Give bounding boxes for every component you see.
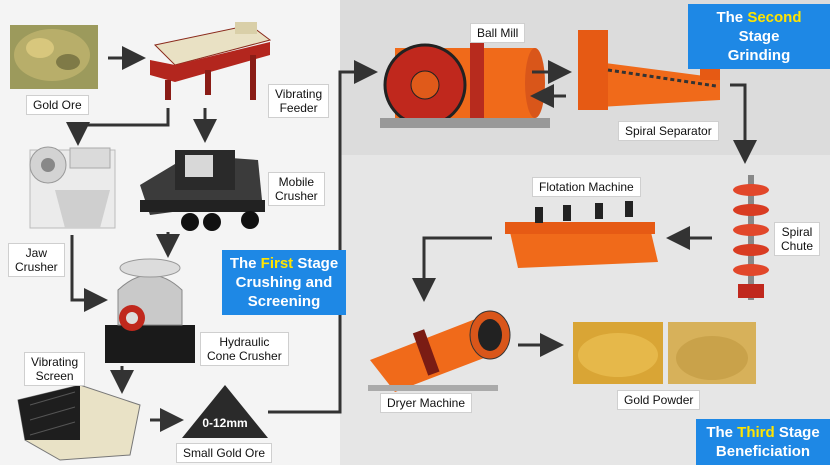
gold-ore-image (10, 25, 98, 89)
spiral-chute-image (733, 175, 769, 300)
flow-arrows (66, 46, 757, 432)
first-stage-title: The First Stage (229, 255, 339, 272)
spiral-separator-label: Spiral Separator (618, 121, 719, 141)
first-stage-line3: Screening (247, 293, 321, 310)
first-stage-line2: Crushing and (235, 274, 333, 291)
vibrating-feeder-image (150, 22, 272, 100)
first-stage-box: The First Stage Crushing and Screening (222, 250, 346, 315)
third-stage-box: The Third Stage Beneficiation (696, 419, 830, 465)
hydraulic-cone-crusher-label: Hydraulic Cone Crusher (200, 332, 289, 366)
jaw-crusher-image (29, 146, 116, 229)
ball-mill-image (380, 42, 550, 128)
gold-ore-label: Gold Ore (26, 95, 89, 115)
second-stage-box: The Second Stage Grinding (688, 4, 830, 69)
ball-mill-label: Ball Mill (470, 23, 526, 43)
mobile-crusher-label: Mobile Crusher (268, 172, 325, 206)
vibrating-screen-image (17, 384, 141, 461)
dryer-machine-image (368, 310, 511, 392)
second-stage-title: The Second Stage (716, 9, 802, 45)
gold-powder-label: Gold Powder (617, 390, 701, 410)
flotation-machine-image (505, 201, 658, 268)
flotation-machine-label: Flotation Machine (532, 177, 641, 197)
cone-crusher-image (105, 258, 195, 363)
vibrating-screen-label: Vibrating Screen (24, 352, 86, 386)
second-stage-line2: Grinding (727, 47, 791, 64)
small-gold-ore-pile (182, 385, 268, 438)
pile-size-label: 0-12mm (202, 416, 248, 430)
mobile-crusher-image (140, 150, 265, 231)
dryer-machine-label: Dryer Machine (380, 393, 473, 413)
third-stage-title: The Third Stage (706, 424, 820, 441)
small-gold-ore-label: Small Gold Ore (176, 443, 273, 463)
jaw-crusher-label: Jaw Crusher (8, 243, 65, 277)
third-stage-line2: Beneficiation (715, 443, 811, 460)
gold-powder-image (573, 322, 756, 384)
vibrating-feeder-label: Vibrating Feeder (268, 84, 330, 118)
spiral-chute-label: Spiral Chute (774, 222, 821, 256)
